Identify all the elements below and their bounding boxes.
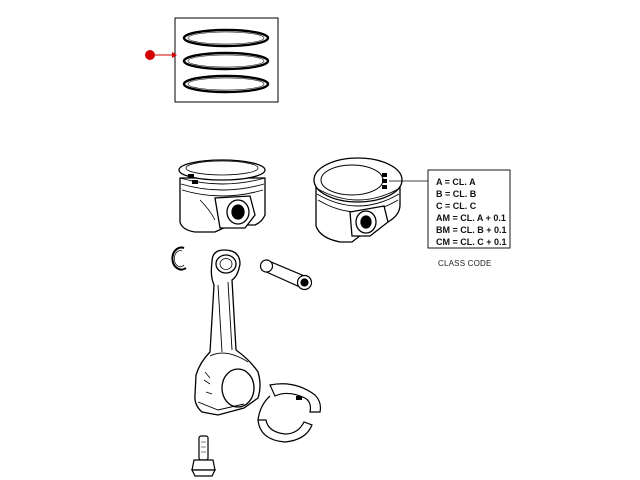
connecting-rod[interactable] xyxy=(194,249,261,416)
rod-bearing[interactable] xyxy=(257,383,322,443)
rod-bolt[interactable] xyxy=(191,435,216,477)
class-code-frame xyxy=(427,169,511,249)
piston-pin[interactable] xyxy=(259,259,313,291)
snap-ring[interactable] xyxy=(171,246,187,271)
piston-ring-oil[interactable] xyxy=(182,74,270,94)
class-code-entry-am: AM = CL. A + 0.1 xyxy=(436,213,506,223)
class-code-entry-c: C = CL. C xyxy=(436,201,477,211)
piston-rings-group[interactable] xyxy=(174,17,279,103)
callout-dot xyxy=(145,50,155,60)
class-code-legend: A = CL. A B = CL. B C = CL. C AM = CL. A… xyxy=(427,169,511,268)
piston-ring-middle[interactable] xyxy=(182,51,270,71)
class-code-entry-b: B = CL. B xyxy=(436,189,477,199)
class-code-entry-cm: CM = CL. C + 0.1 xyxy=(436,237,507,247)
callout-arrowhead xyxy=(172,52,177,58)
piston-right[interactable] xyxy=(313,157,403,243)
piston-left[interactable] xyxy=(178,159,266,233)
class-code-entry-bm: BM = CL. B + 0.1 xyxy=(436,225,507,235)
piston-rings-frame xyxy=(174,17,279,103)
callout-marker[interactable] xyxy=(145,50,177,60)
piston-ring-top[interactable] xyxy=(182,28,270,48)
class-code-entry-a: A = CL. A xyxy=(436,177,476,187)
class-code-caption: CLASS CODE xyxy=(438,259,492,268)
